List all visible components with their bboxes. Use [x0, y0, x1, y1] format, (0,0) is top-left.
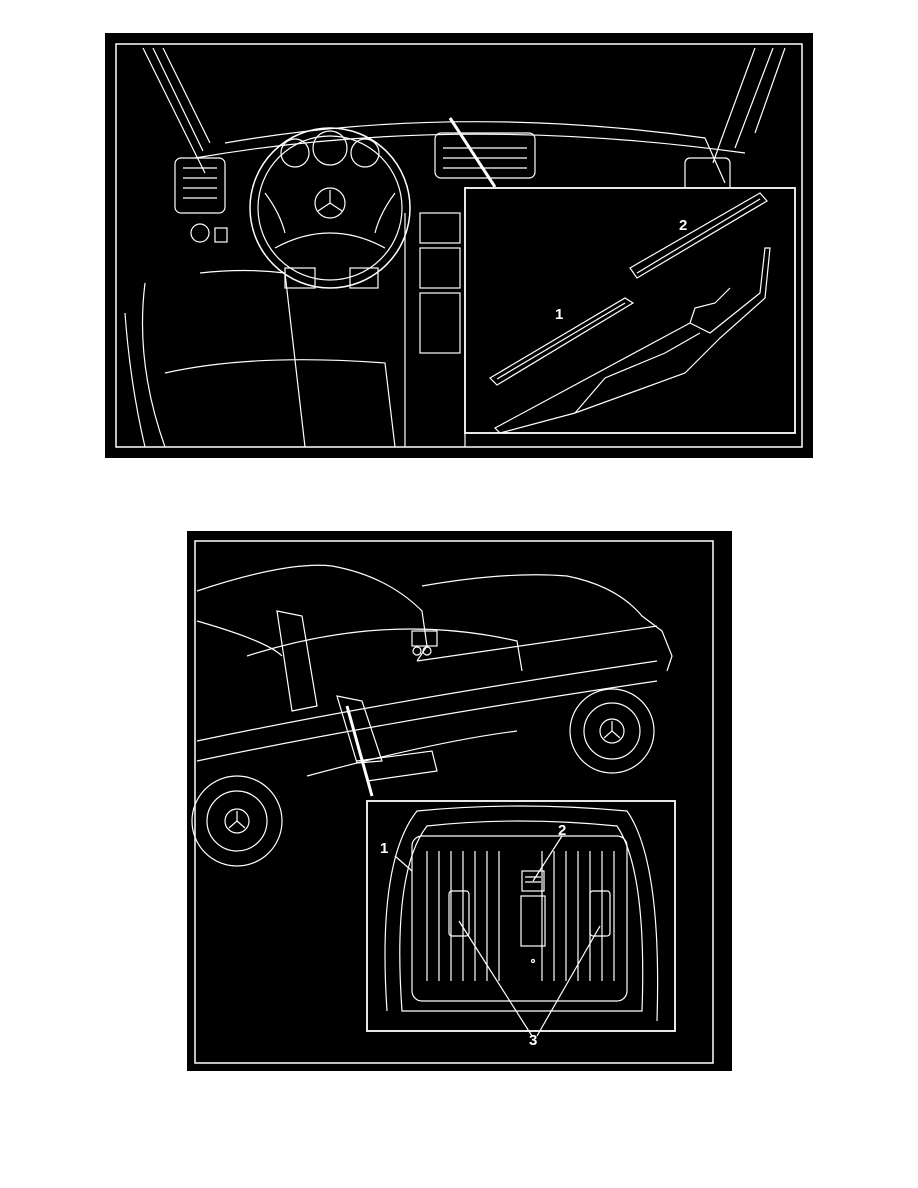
callout-2: 2	[558, 822, 567, 839]
figure-dashboard-wiper: 1 2	[105, 33, 813, 458]
callout-3: 3	[529, 1032, 538, 1049]
dashboard-illustration	[115, 43, 803, 448]
figure-car-seat: 1 2 3	[187, 531, 732, 1071]
callout-2: 2	[679, 217, 688, 234]
callout-1: 1	[380, 840, 389, 857]
callout-1: 1	[555, 306, 564, 323]
car-seat-illustration	[191, 540, 714, 1064]
